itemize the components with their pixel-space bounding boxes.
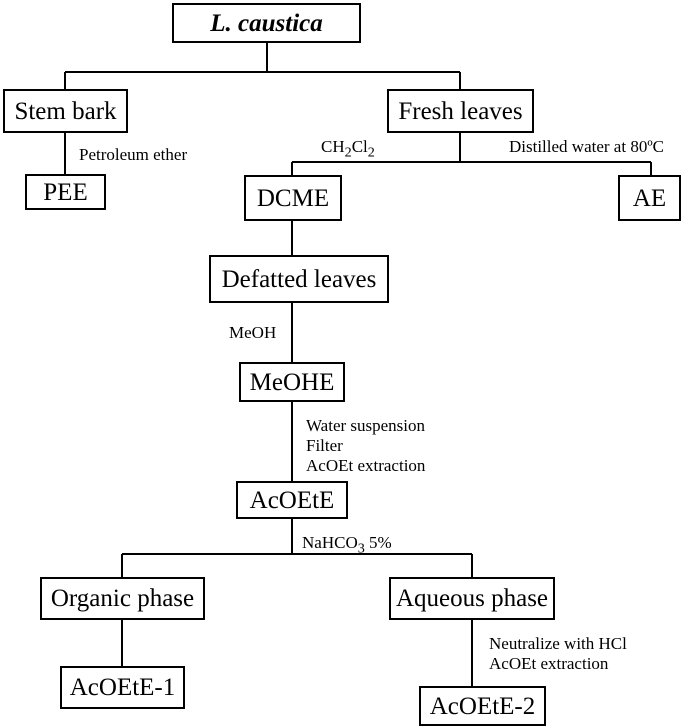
edge-label-water-suspension: Water suspension [306, 416, 426, 435]
ch2cl2-mid: Cl [351, 137, 368, 156]
nahco3-suffix: 5% [364, 533, 392, 552]
node-dcme: DCME [244, 175, 342, 221]
node-acoete: AcOEtE [236, 481, 348, 519]
node-pee: PEE [25, 174, 106, 210]
ch2cl2-prefix: CH [321, 137, 345, 156]
edge-label-ch2cl2: CH2Cl2 [321, 137, 375, 161]
nahco3-sub: 3 [357, 540, 365, 557]
node-acoete-2: AcOEtE-2 [419, 686, 546, 726]
edge-label-neutralize: Neutralize with HCl [489, 634, 627, 653]
node-root-label: L. caustica [210, 9, 323, 37]
edge-label-acoet-extraction: AcOEt extraction [306, 456, 426, 475]
node-acoete-1: AcOEtE-1 [60, 666, 185, 709]
edge-label-meoh: MeOH [229, 323, 277, 342]
node-stem-bark: Stem bark [3, 89, 128, 133]
edge-label-nahco3: NaHCO3 5% [302, 533, 392, 557]
node-organic-phase: Organic phase [40, 577, 205, 620]
node-ae: AE [618, 175, 681, 221]
node-aqueous-phase: Aqueous phase [389, 577, 555, 620]
ch2cl2-sub2: 2 [367, 144, 375, 161]
nahco3-prefix: NaHCO [302, 533, 358, 552]
node-defatted-leaves: Defatted leaves [209, 255, 389, 303]
edge-label-distilled-water: Distilled water at 80ºC [509, 137, 664, 156]
edge-label-acoet-extraction-2: AcOEt extraction [489, 654, 609, 673]
ch2cl2-sub1: 2 [344, 144, 352, 161]
node-fresh-leaves: Fresh leaves [387, 89, 534, 133]
edge-label-petroleum-ether: Petroleum ether [79, 145, 188, 164]
node-root: L. caustica [172, 3, 361, 43]
edge-label-filter: Filter [306, 436, 343, 455]
node-meohe: MeOHE [239, 362, 345, 402]
